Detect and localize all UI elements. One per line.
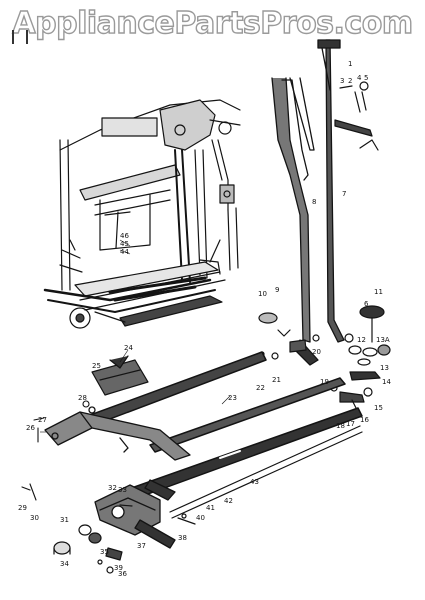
callout-4: 4 xyxy=(357,74,362,82)
callout-26: 26 xyxy=(26,424,35,432)
callout-12: 12 xyxy=(357,336,366,344)
callout-23: 23 xyxy=(228,394,237,402)
callout-14: 14 xyxy=(382,378,391,386)
callout-10: 10 xyxy=(258,290,267,298)
callout-24: 24 xyxy=(124,344,133,352)
callout-34: 34 xyxy=(60,560,69,568)
callout-32: 32 xyxy=(108,484,117,492)
callout-45: 45 xyxy=(120,240,129,248)
callout-13a: 13A xyxy=(376,336,390,344)
callout-21: 21 xyxy=(272,376,281,384)
lower-bracket xyxy=(94,479,176,549)
callout-19: 19 xyxy=(320,378,329,386)
callout-2: 2 xyxy=(348,77,352,85)
lifter-arm-7 xyxy=(317,39,345,343)
callout-40: 40 xyxy=(196,514,205,522)
callout-17: 17 xyxy=(346,420,355,428)
stitch-lever-parts xyxy=(334,81,379,151)
callout-31: 31 xyxy=(60,516,69,524)
callout-41: 41 xyxy=(206,504,215,512)
callout-30: 30 xyxy=(30,514,39,522)
callout-43: 43 xyxy=(250,478,259,486)
callout-3: 3 xyxy=(340,77,344,85)
callout-16: 16 xyxy=(360,416,369,424)
callout-29: 29 xyxy=(18,504,27,512)
callout-7: 7 xyxy=(342,190,346,198)
callout-28: 28 xyxy=(78,394,87,402)
callout-9: 9 xyxy=(275,286,279,294)
callout-15: 15 xyxy=(374,404,383,412)
callout-27: 27 xyxy=(38,416,47,424)
callout-6: 6 xyxy=(364,300,369,308)
callout-11: 11 xyxy=(374,288,383,296)
callout-38: 38 xyxy=(178,534,187,542)
callout-36: 36 xyxy=(118,570,127,578)
small-parts-right xyxy=(258,312,391,413)
callout-22: 22 xyxy=(256,384,265,392)
callout-46: 46 xyxy=(120,232,129,240)
callout-37: 37 xyxy=(137,542,146,550)
callout-5: 5 xyxy=(364,74,368,82)
callout-18: 18 xyxy=(336,422,345,430)
callout-8: 8 xyxy=(312,198,316,206)
callout-35: 35 xyxy=(100,548,109,556)
knob-11 xyxy=(359,305,385,343)
callout-25: 25 xyxy=(92,362,101,370)
machine-head xyxy=(43,99,241,329)
shaft-6 xyxy=(149,377,346,453)
watermark: AppliancePartsPros.com xyxy=(12,5,414,41)
screws-left xyxy=(21,400,90,501)
bracket-25 xyxy=(91,355,149,396)
callout-13: 13 xyxy=(380,364,389,372)
bracket-27 xyxy=(44,406,191,461)
callout-labels: 1 2 3 4 5 6 7 8 9 10 11 12 13A 13 14 15 … xyxy=(18,60,391,578)
collar-parts xyxy=(53,504,196,574)
callout-42: 42 xyxy=(224,497,233,505)
rod-42 xyxy=(169,425,363,519)
callout-leaders xyxy=(40,239,231,433)
callout-39: 39 xyxy=(114,564,123,572)
corner-mark xyxy=(12,30,28,44)
lifter-arm-8 xyxy=(271,77,319,366)
callout-33: 33 xyxy=(118,486,127,494)
callout-1: 1 xyxy=(348,60,352,68)
callout-20: 20 xyxy=(312,348,321,356)
